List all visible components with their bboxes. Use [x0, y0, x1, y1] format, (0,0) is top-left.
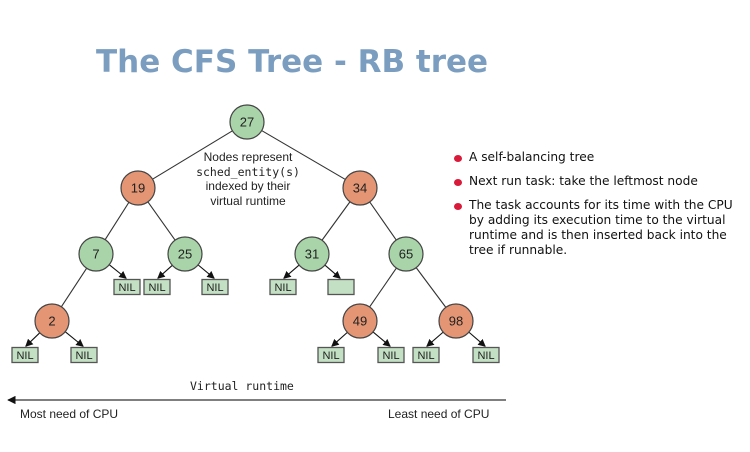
nil-leaf-label: NIL [417, 350, 434, 362]
axis-left-end-label: Most need of CPU [20, 407, 119, 421]
nil-leaf-label: NIL [75, 350, 92, 362]
nil-leaf-box [201, 278, 229, 296]
axis-label: Virtual runtime [190, 379, 294, 393]
tree-node-65: 65 [388, 236, 424, 272]
nil-leaf-label: NIL [148, 282, 165, 294]
black-node-circle [229, 104, 265, 140]
red-node-circle [342, 303, 378, 339]
nil-pointer-arrow [64, 331, 84, 347]
tree-node-25: 25 [167, 236, 203, 272]
nil-leaf-box [113, 278, 141, 296]
tree-edge-n34-n65 [369, 201, 397, 241]
nil-leaf-box [70, 346, 98, 364]
nil-pointer-arrow [283, 264, 300, 279]
node-key-label: 25 [178, 247, 192, 262]
node-key-label: 7 [92, 247, 99, 262]
tree-node-27: 27 [229, 104, 265, 140]
tree-edge-n34-n31 [321, 201, 351, 241]
nil-leaf-label: NIL [477, 350, 494, 362]
black-node-circle [167, 236, 203, 272]
tree-node-49: 49 [342, 303, 378, 339]
axis-right-end-label: Least need of CPU [388, 407, 490, 421]
node-key-label: 19 [131, 181, 145, 196]
tree-edge-n65-n98 [415, 267, 447, 308]
bullet-dot-icon [454, 203, 462, 210]
tree-edge-n27-n19 [152, 130, 233, 180]
bullet-dot-icon [454, 155, 462, 162]
black-node-circle [294, 236, 330, 272]
nil-pointer-arrow [324, 264, 341, 279]
tree-annotation: Nodes represent sched_entity(s) indexed … [192, 150, 304, 208]
page-title: The CFS Tree - RB tree [96, 44, 489, 80]
nil-leaf-box [412, 346, 440, 364]
tree-node-98: 98 [438, 303, 474, 339]
node-key-label: 98 [449, 314, 463, 329]
node-key-label: 27 [240, 115, 254, 130]
nil-leaf-box [143, 278, 171, 296]
black-node-circle [78, 236, 114, 272]
tree-node-2: 2 [34, 303, 70, 339]
bullet-item: A self-balancing tree [452, 150, 747, 165]
nil-pointer-arrow [331, 331, 348, 347]
bullet-item: Next run task: take the leftmost node [452, 174, 747, 189]
red-node-circle [438, 303, 474, 339]
bullet-text: A self-balancing tree [469, 150, 595, 164]
nil-leaf-box [377, 346, 405, 364]
bullet-text: The task accounts for its time with the … [469, 198, 733, 257]
nil-leaf-label: NIL [118, 282, 135, 294]
note-line-1: Nodes represent [203, 150, 293, 164]
node-key-label: 34 [353, 181, 367, 196]
nil-leaf-label: NIL [16, 350, 33, 362]
tree-node-34: 34 [342, 170, 378, 206]
nil-leaf-box [472, 346, 500, 364]
nil-leaf-label: NIL [274, 282, 291, 294]
red-node-circle [34, 303, 70, 339]
tree-node-19: 19 [120, 170, 156, 206]
note-line-3: indexed by their [205, 179, 291, 193]
bullet-list: A self-balancing tree Next run task: tak… [452, 150, 747, 267]
tree-node-31: 31 [294, 236, 330, 272]
tree-edge-n19-n7 [104, 202, 130, 240]
nil-leaf-label: NIL [382, 350, 399, 362]
nil-pointer-arrow [468, 331, 486, 347]
nil-pointer-arrow [108, 264, 127, 279]
nil-leaf-box [269, 278, 297, 296]
black-node-circle [388, 236, 424, 272]
bullet-item: The task accounts for its time with the … [452, 198, 747, 258]
tree-edge-n7-n2 [60, 267, 88, 308]
red-node-circle [342, 170, 378, 206]
note-line-4: virtual runtime [210, 193, 286, 208]
tree-node-7: 7 [78, 236, 114, 272]
nil-pointer-arrow [426, 331, 444, 347]
nil-leaf-label: NIL [206, 282, 223, 294]
node-key-label: 31 [305, 247, 319, 262]
nil-pointer-arrow [25, 332, 41, 347]
node-key-label: 49 [353, 314, 367, 329]
node-key-label: 2 [48, 314, 55, 329]
nil-leaf-box [327, 278, 355, 296]
nil-leaf-label: NIL [322, 350, 339, 362]
red-node-circle [120, 170, 156, 206]
node-key-label: 65 [399, 247, 413, 262]
nil-pointer-arrow [197, 264, 215, 279]
note-line-2: sched_entity(s) [196, 164, 300, 179]
bullet-text: Next run task: take the leftmost node [469, 174, 698, 188]
nil-pointer-arrow [157, 264, 173, 279]
nil-leaf-box [11, 346, 39, 364]
nil-leaf-box [317, 346, 345, 364]
nil-pointer-arrow [372, 331, 391, 347]
tree-edge-n65-n49 [369, 267, 397, 308]
tree-edge-n27-n34 [261, 130, 346, 180]
tree-edge-n19-n25 [147, 201, 176, 241]
bullet-dot-icon [454, 179, 462, 186]
